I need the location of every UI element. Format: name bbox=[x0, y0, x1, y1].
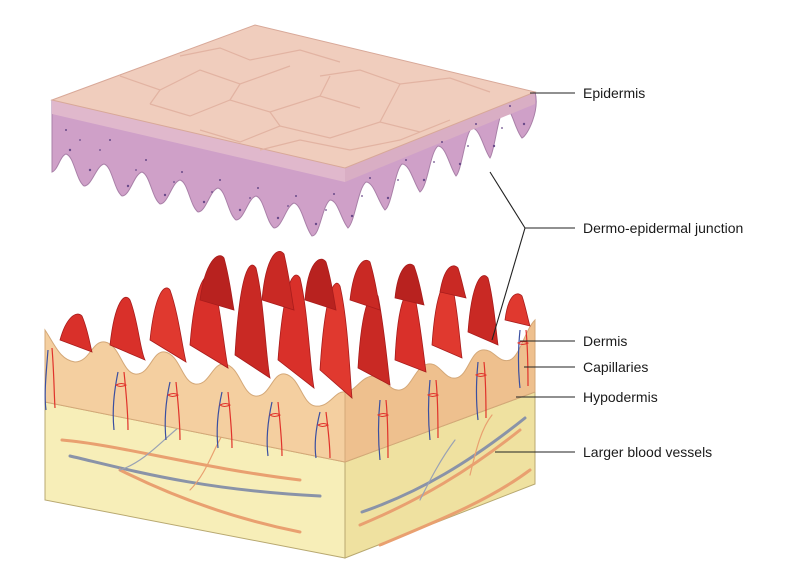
epidermis-front-face bbox=[52, 100, 345, 182]
label-dermis: Dermis bbox=[583, 333, 627, 349]
capillary-coils bbox=[115, 341, 529, 427]
lower-skin-block bbox=[44, 251, 536, 559]
dermal-papillae bbox=[59, 251, 531, 399]
epidermis-surface bbox=[50, 24, 537, 169]
capillary-loops bbox=[44, 329, 529, 461]
dermis-front bbox=[44, 328, 346, 463]
junction-leader bbox=[489, 171, 575, 229]
label-capillaries: Capillaries bbox=[583, 359, 648, 375]
labels: Epidermis Dermo-epidermal junction Dermi… bbox=[583, 85, 743, 460]
label-hypodermis: Hypodermis bbox=[583, 389, 658, 405]
junction-leader-lower bbox=[491, 227, 526, 341]
epidermis-block bbox=[50, 24, 537, 237]
label-junction: Dermo-epidermal junction bbox=[583, 220, 743, 236]
larger-blood-vessels bbox=[60, 414, 532, 547]
epidermis-right-face bbox=[345, 92, 535, 182]
epidermis-cell-dots bbox=[65, 105, 526, 226]
label-epidermis: Epidermis bbox=[583, 85, 645, 101]
leader-lines bbox=[489, 92, 575, 453]
label-vessels: Larger blood vessels bbox=[583, 444, 712, 460]
epidermis-surface-pattern bbox=[119, 47, 491, 151]
